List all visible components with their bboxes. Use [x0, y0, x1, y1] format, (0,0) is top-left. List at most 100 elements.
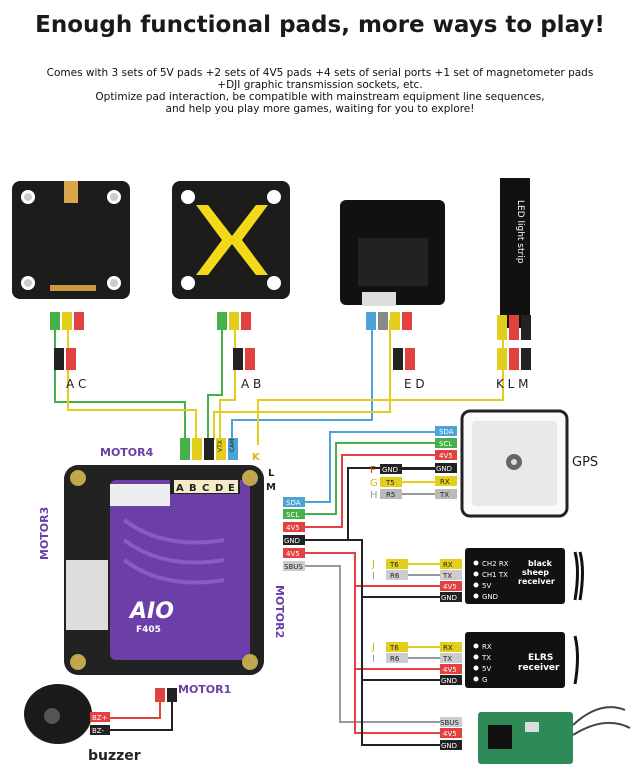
vtx-board-a: [12, 181, 130, 299]
elrs-4v5-tag: 4V5: [443, 666, 457, 674]
label-m: M: [266, 482, 276, 493]
elrs-name: ELRS receiver: [518, 653, 560, 673]
vtx-a-connectors: [50, 312, 84, 370]
label-f: F: [370, 465, 376, 476]
pad-letter-c: C: [202, 483, 209, 494]
crsf-t6-tag: T6: [389, 561, 399, 569]
vtx-b-letters: A B: [241, 377, 261, 391]
elrs-name-line2: receiver: [518, 663, 560, 673]
elrs-pin-2: TX: [481, 654, 491, 662]
gps-pin-labels: [435, 426, 457, 473]
elrs-pin-4: G: [482, 676, 487, 684]
sbus-4v5-tag: 4V5: [443, 730, 457, 738]
board-sda-tag: SDA: [286, 499, 301, 507]
top-vtx-tag: VTX: [217, 440, 224, 452]
gps-4v5-pin: 4V5: [439, 452, 453, 460]
vtx-board-b: [172, 181, 290, 299]
sbus-rx-tag: SBUS: [440, 719, 459, 727]
vtx-a-letters: A C: [66, 377, 86, 391]
elrs-receiver: [386, 632, 579, 688]
subtitle-line-2: +DJI graphic transmission sockets, etc.: [217, 79, 423, 91]
board-4v5-tag: 4V5: [286, 524, 300, 532]
vtx-b-connectors: [217, 312, 255, 370]
elrs-rx-tag: RX: [443, 644, 453, 652]
pad-letter-b: B: [189, 483, 197, 494]
sbus-gnd-tag: GND: [441, 742, 457, 750]
elrs-gnd-tag: GND: [441, 677, 457, 685]
g-t5-tag: T5: [385, 479, 395, 487]
crsf-pin-1: CH2 RX: [482, 560, 509, 568]
g-rx-tag: RX: [440, 478, 450, 486]
crsf-name-line3: receiver: [518, 577, 555, 586]
pad-letter-d: D: [215, 483, 223, 494]
board-brand: AIO: [128, 599, 174, 624]
crsf-name: black sheep receiver: [518, 559, 555, 586]
gps-sda-pin: SDA: [439, 428, 454, 436]
label-g: G: [370, 478, 378, 489]
bz-minus-tag: BZ-: [92, 727, 104, 735]
h-r5-tag: R5: [386, 491, 395, 499]
elrs-pin-1: RX: [482, 643, 492, 651]
elrs-t6-tag: T6: [389, 644, 399, 652]
label-l: L: [268, 468, 275, 479]
buzzer-label: buzzer: [88, 748, 141, 764]
elrs-name-line1: ELRS: [528, 653, 553, 663]
f-gnd-tag: GND: [382, 466, 398, 474]
led-strip-label: LED light strip: [515, 200, 525, 264]
crsf-receiver: [386, 548, 584, 604]
crsf-4v5-tag: 4V5: [443, 583, 457, 591]
crsf-pin-3: 5V: [482, 582, 491, 590]
flight-controller: [64, 465, 264, 675]
subtitle-line-4: and help you play more games, waiting fo…: [165, 103, 475, 115]
label-i: I: [372, 571, 375, 582]
gps-label: GPS: [572, 455, 598, 470]
gps-scl-pin: SCL: [439, 440, 452, 448]
elrs-tx-tag: TX: [442, 655, 452, 663]
board-4v5-tag-2: 4V5: [286, 550, 300, 558]
pad-letter-a: A: [176, 483, 184, 494]
label-k: K: [252, 452, 261, 463]
crsf-name-line2: sheep: [522, 568, 549, 577]
crsf-r6-tag: R6: [390, 572, 400, 580]
board-right-tags: [283, 497, 305, 571]
led-letters: K L M: [496, 377, 529, 391]
elrs-pin-3: 5V: [482, 665, 491, 673]
crsf-tx-tag: TX: [442, 572, 452, 580]
subtitle-line-1: Comes with 3 sets of 5V pads +2 sets of …: [46, 67, 594, 79]
gps-gnd-pin: GND: [436, 465, 452, 473]
subtitle-line-3: Optimize pad interaction, be compatible …: [95, 91, 545, 103]
pad-letters: [174, 480, 238, 493]
crsf-pin-2: CH1 TX: [482, 571, 508, 579]
board-sbus-tag: SBUS: [284, 563, 303, 571]
motor2-label: MOTOR2: [273, 585, 286, 638]
motor4-label: MOTOR4: [100, 446, 154, 459]
motor1-label: MOTOR1: [178, 683, 231, 696]
board-top-connectors: [180, 438, 238, 460]
crsf-rx-tag: RX: [443, 561, 453, 569]
pad-letter-e: E: [228, 483, 235, 494]
board-scl-tag: SCL: [286, 511, 299, 519]
label-h: H: [370, 490, 378, 501]
motor3-label: MOTOR3: [38, 507, 51, 560]
board-model: F405: [136, 625, 161, 635]
board-gnd-tag: GND: [284, 537, 300, 545]
dji-unit: [340, 200, 445, 370]
led-strip: [497, 178, 531, 370]
label-j-2: J: [371, 642, 375, 653]
label-i-2: I: [372, 654, 375, 665]
gps-module: [460, 409, 569, 518]
sbus-receiver: [440, 706, 631, 764]
bz-plus-tag: BZ+: [92, 714, 108, 722]
page-title: Enough functional pads, more ways to pla…: [35, 12, 605, 38]
top-cam-tag: CAM: [229, 439, 236, 452]
crsf-pin-4: GND: [482, 593, 498, 601]
fgh-tags: [380, 464, 457, 499]
elrs-r6-tag: R6: [390, 655, 400, 663]
crsf-gnd-tag: GND: [441, 594, 457, 602]
h-tx-tag: TX: [439, 491, 449, 499]
crsf-name-line1: black: [528, 559, 553, 568]
label-j: J: [371, 559, 375, 570]
dji-letters: E D: [404, 377, 425, 391]
buzzer-device: [24, 684, 177, 744]
